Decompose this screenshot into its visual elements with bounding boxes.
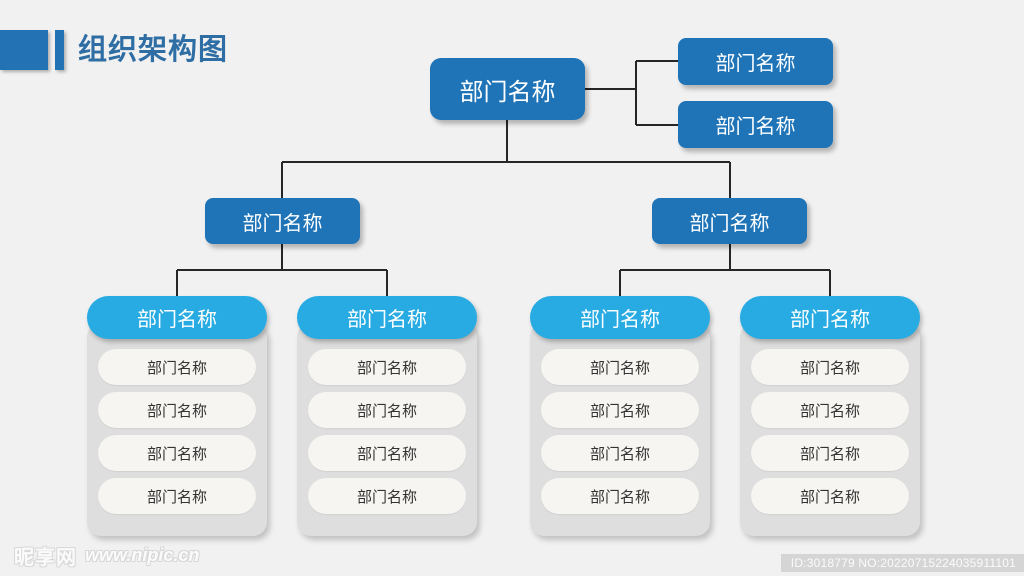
page-title-bar: 组织架构图 (0, 27, 228, 73)
org-group-2: 部门名称 部门名称 部门名称 部门名称 部门名称 (297, 296, 477, 536)
watermark-url: www.nipic.cn (85, 545, 200, 565)
org-node-side-2[interactable]: 部门名称 (678, 101, 833, 148)
org-group-1: 部门名称 部门名称 部门名称 部门名称 部门名称 (87, 296, 267, 536)
list-item[interactable]: 部门名称 (751, 349, 909, 385)
org-group-3-body: 部门名称 部门名称 部门名称 部门名称 (530, 323, 710, 536)
list-item[interactable]: 部门名称 (98, 392, 256, 428)
org-node-root[interactable]: 部门名称 (430, 58, 585, 120)
org-node-mid-1[interactable]: 部门名称 (205, 198, 360, 244)
list-item[interactable]: 部门名称 (308, 392, 466, 428)
org-group-4-header[interactable]: 部门名称 (740, 296, 920, 339)
list-item[interactable]: 部门名称 (541, 349, 699, 385)
list-item[interactable]: 部门名称 (541, 392, 699, 428)
page-title: 组织架构图 (78, 33, 229, 66)
list-item[interactable]: 部门名称 (98, 435, 256, 471)
list-item[interactable]: 部门名称 (308, 478, 466, 514)
org-group-1-body: 部门名称 部门名称 部门名称 部门名称 (87, 323, 267, 536)
watermark-logo: 昵享网 (14, 547, 77, 569)
org-group-2-header[interactable]: 部门名称 (297, 296, 477, 339)
watermark: 昵享网 www.nipic.cn (14, 541, 199, 570)
list-item[interactable]: 部门名称 (751, 435, 909, 471)
blue-bar-tick-icon (55, 30, 64, 70)
org-group-3: 部门名称 部门名称 部门名称 部门名称 部门名称 (530, 296, 710, 536)
org-group-2-body: 部门名称 部门名称 部门名称 部门名称 (297, 323, 477, 536)
list-item[interactable]: 部门名称 (751, 478, 909, 514)
blue-square-block-icon (0, 30, 48, 70)
org-group-4-body: 部门名称 部门名称 部门名称 部门名称 (740, 323, 920, 536)
list-item[interactable]: 部门名称 (308, 349, 466, 385)
org-group-4: 部门名称 部门名称 部门名称 部门名称 部门名称 (740, 296, 920, 536)
list-item[interactable]: 部门名称 (541, 478, 699, 514)
org-node-side-1[interactable]: 部门名称 (678, 38, 833, 85)
list-item[interactable]: 部门名称 (98, 478, 256, 514)
org-group-3-header[interactable]: 部门名称 (530, 296, 710, 339)
image-id-text: ID:3018779 NO:20220715224035911101 (780, 554, 1024, 572)
list-item[interactable]: 部门名称 (541, 435, 699, 471)
list-item[interactable]: 部门名称 (751, 392, 909, 428)
org-group-1-header[interactable]: 部门名称 (87, 296, 267, 339)
list-item[interactable]: 部门名称 (98, 349, 256, 385)
org-node-mid-2[interactable]: 部门名称 (652, 198, 807, 244)
list-item[interactable]: 部门名称 (308, 435, 466, 471)
